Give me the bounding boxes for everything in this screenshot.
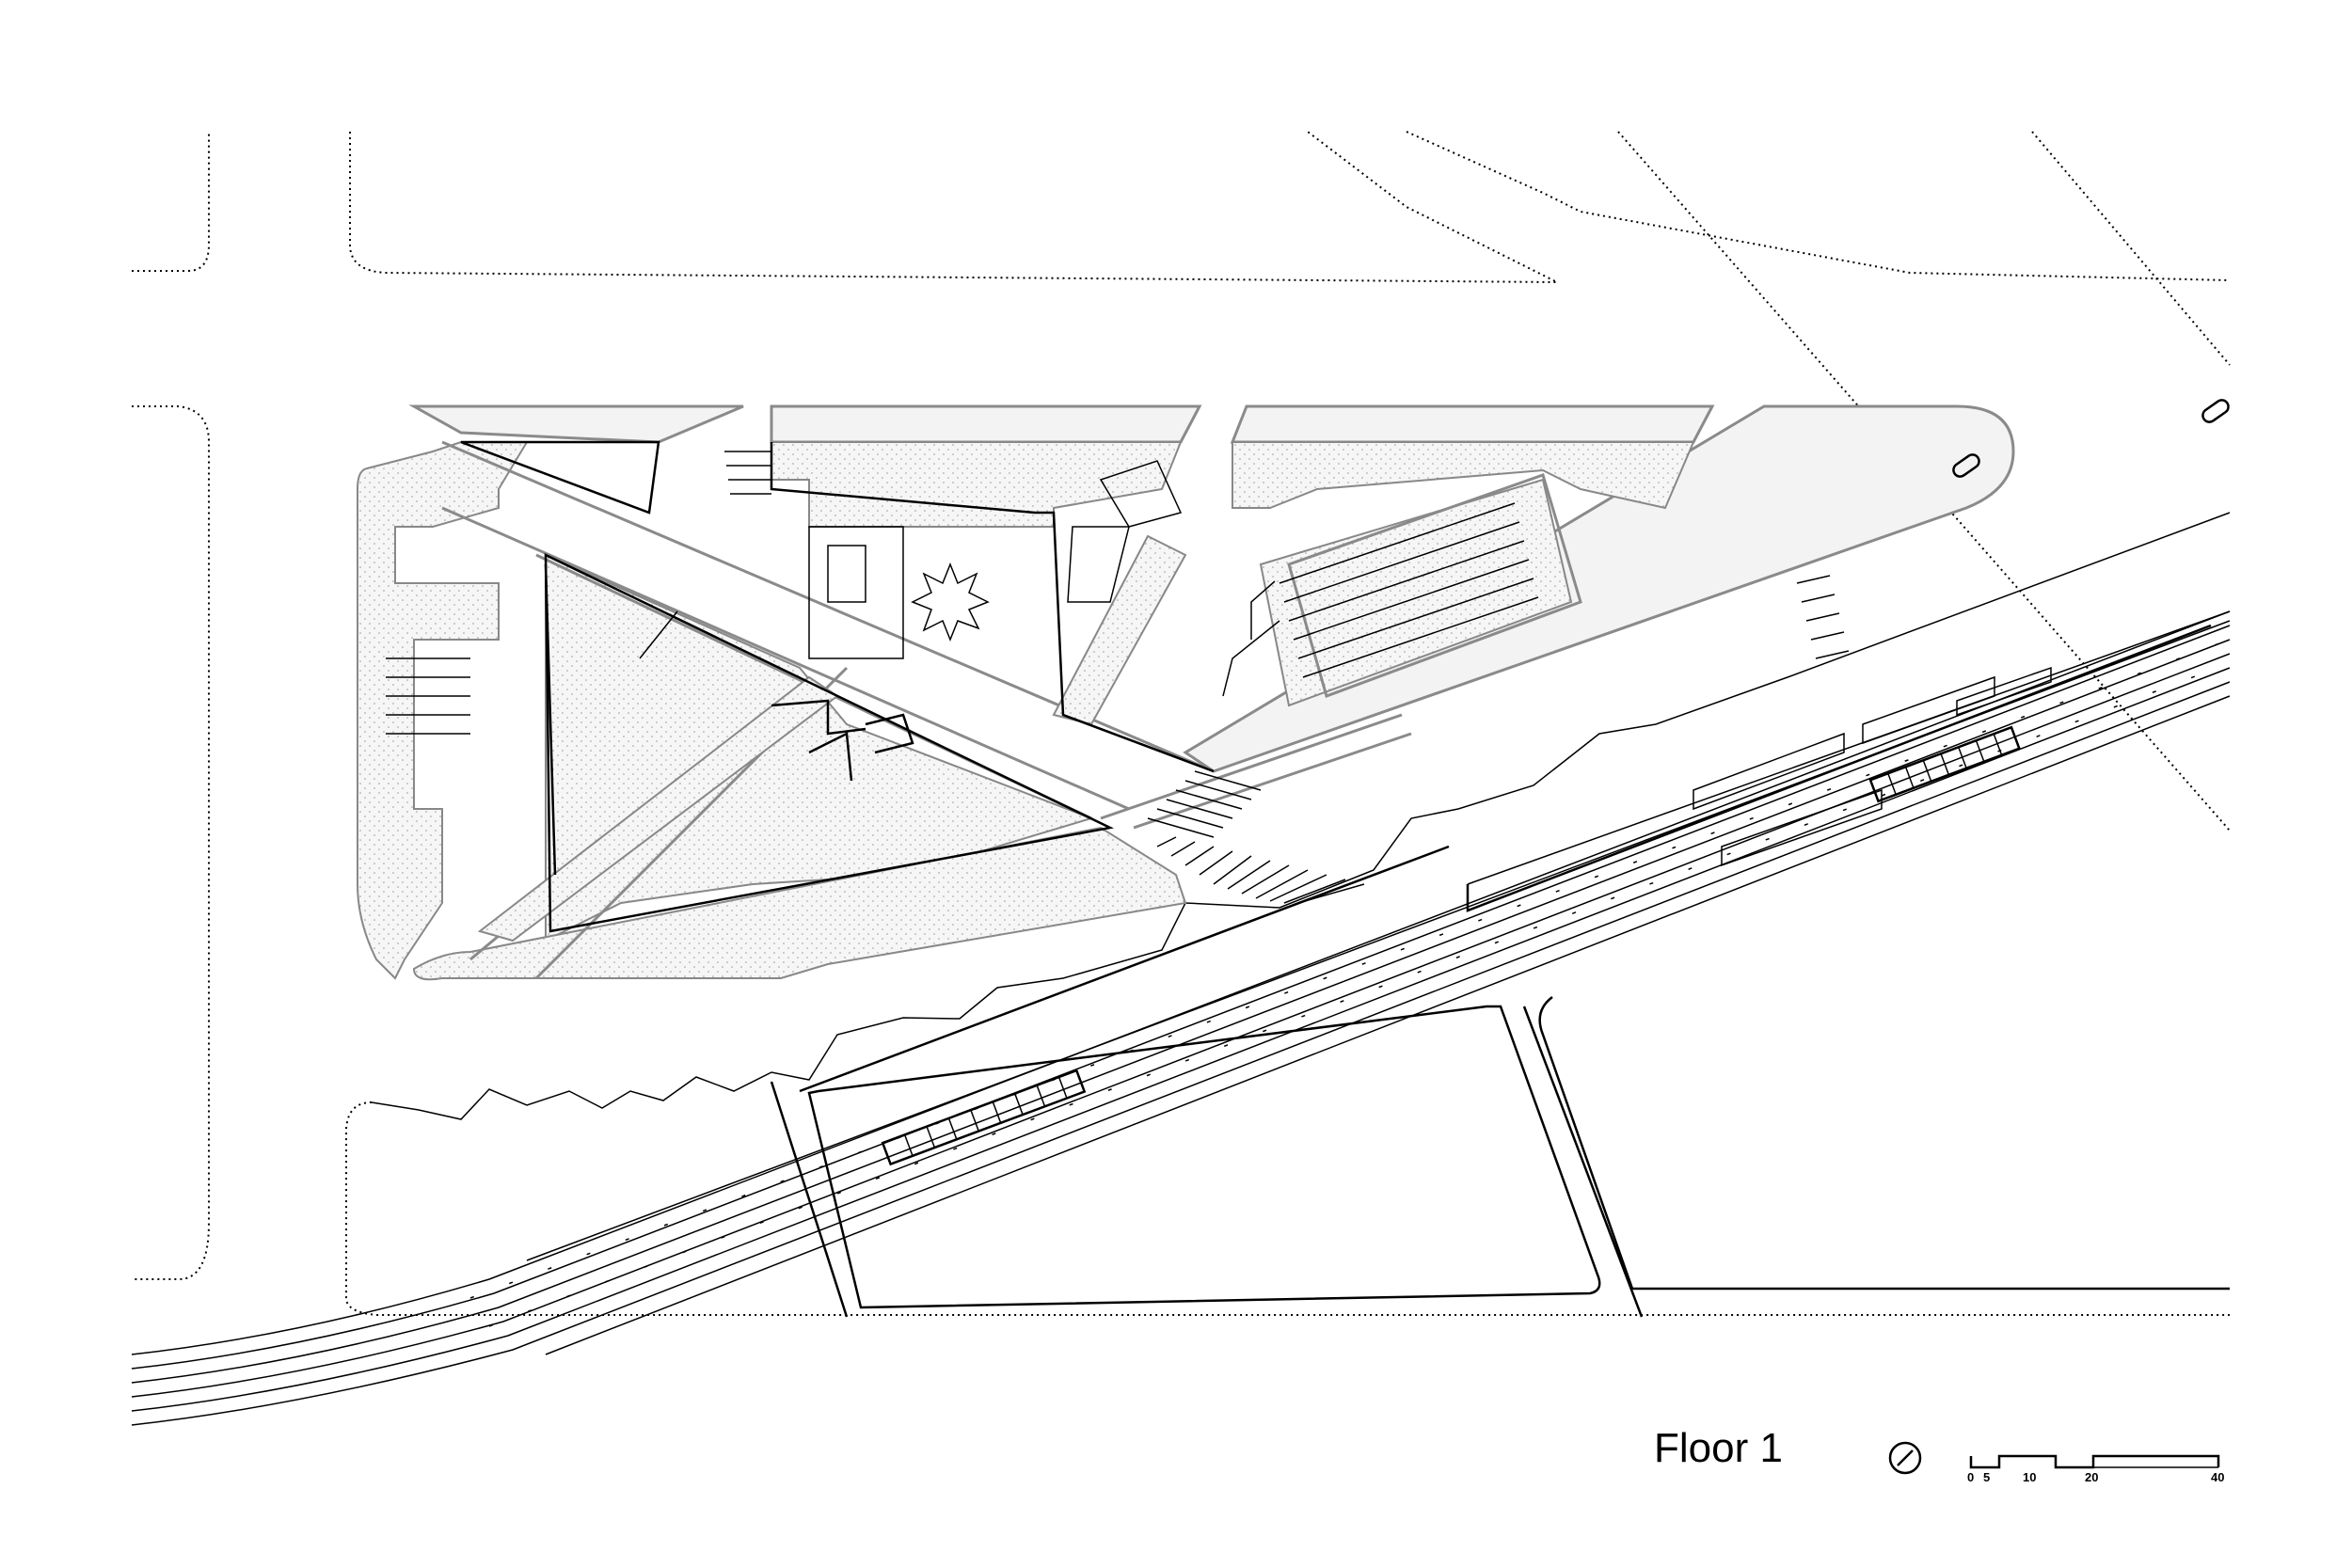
platforms	[799, 624, 2212, 1093]
bollards	[1952, 399, 2230, 478]
stairs	[386, 451, 1850, 904]
tree-icon	[911, 562, 990, 642]
pool-area	[1222, 473, 1582, 698]
scale-label-10: 10	[2023, 1470, 2037, 1484]
building-footprint	[357, 404, 2015, 981]
trains	[881, 725, 2021, 1166]
scale-label-5: 5	[1983, 1470, 1991, 1484]
scale-label-20: 20	[2085, 1470, 2099, 1484]
scale-label-0: 0	[1967, 1470, 1975, 1484]
north-arrow-icon	[1888, 1441, 1922, 1475]
floor-title: Floor 1	[1654, 1425, 1783, 1471]
interior-rooms	[460, 440, 1215, 933]
site-boundary	[371, 512, 2231, 1120]
scale-bar	[1969, 1454, 2220, 1469]
lower-plots	[770, 996, 2230, 1318]
scale-label-40: 40	[2211, 1470, 2225, 1484]
